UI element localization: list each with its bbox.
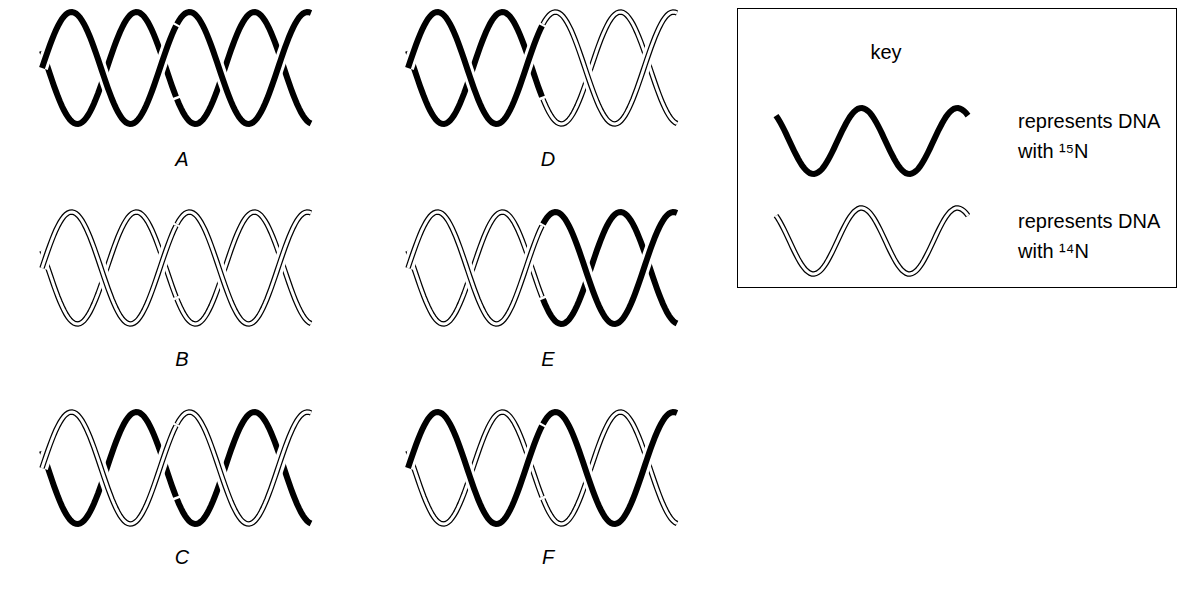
strand-gap: [42, 212, 176, 324]
light-strand: [408, 212, 542, 324]
dna-strand: [408, 212, 677, 324]
light-strand-core: [543, 412, 677, 524]
light-strand: [177, 412, 311, 524]
key-heading: key: [870, 41, 901, 64]
double-helix: [42, 12, 311, 124]
light-strand: [543, 12, 677, 124]
helix-letter: E: [541, 348, 554, 371]
dna-strand: [408, 412, 677, 524]
double-helix: [408, 212, 677, 324]
dna-strand: [42, 12, 311, 124]
light-strand: [42, 212, 176, 324]
light-strand-core: [177, 212, 311, 324]
strand-gap: [408, 12, 542, 124]
heavy-strand: [776, 108, 968, 174]
dna-strand: [776, 208, 968, 274]
heavy-strand: [42, 412, 176, 524]
light-strand: [42, 412, 176, 524]
legend-text: represents DNA with ¹⁵N: [1018, 106, 1178, 166]
dna-strand: [42, 412, 311, 524]
key-box: key represents DNA with ¹⁵N represents DNA…: [737, 8, 1177, 288]
dna-strand: [408, 12, 677, 124]
helix-letter: C: [175, 546, 189, 569]
dna-strand: [42, 212, 311, 324]
strand-gap: [177, 12, 311, 124]
strand-gap: [543, 212, 677, 324]
dna-strand: [42, 412, 311, 524]
dna-strand: [42, 212, 311, 324]
heavy-strand: [408, 12, 542, 124]
light-strand: [177, 212, 311, 324]
light-strand-core: [543, 12, 677, 124]
light-strand-core: [177, 412, 311, 524]
double-helix: [42, 412, 311, 524]
light-strand: [177, 212, 311, 324]
helix-letter: D: [541, 148, 555, 171]
heavy-strand: [177, 12, 311, 124]
light-strand-core: [177, 212, 311, 324]
double-helix: [42, 212, 311, 324]
light-strand-core: [408, 212, 542, 324]
strand-gap: [42, 412, 176, 524]
dna-strand: [408, 212, 677, 324]
light-strand: [408, 212, 542, 324]
legend-text: represents DNA with ¹⁴N: [1018, 206, 1178, 266]
heavy-strand: [177, 12, 311, 124]
strand-gap: [177, 412, 311, 524]
strand-gap: [543, 412, 677, 524]
double-helix: [408, 412, 677, 524]
light-strand-core: [776, 208, 968, 274]
heavy-strand: [408, 412, 542, 524]
light-strand: [543, 412, 677, 524]
legend-sample: [776, 208, 968, 274]
heavy-strand: [42, 12, 176, 124]
strand-gap: [42, 12, 176, 124]
heavy-strand: [543, 212, 677, 324]
light-strand-core: [543, 12, 677, 124]
light-strand-core: [42, 412, 176, 524]
dna-strand: [776, 108, 968, 174]
strand-gap: [408, 212, 542, 324]
heavy-strand: [177, 412, 311, 524]
strand-gap: [543, 12, 677, 124]
light-strand-core: [42, 212, 176, 324]
light-strand-core: [42, 212, 176, 324]
strand-gap: [408, 412, 542, 524]
light-strand: [42, 212, 176, 324]
legend-samples: [738, 9, 1174, 285]
strand-gap: [177, 212, 311, 324]
light-strand: [776, 208, 968, 274]
light-strand-core: [408, 212, 542, 324]
light-strand: [543, 12, 677, 124]
heavy-strand: [543, 412, 677, 524]
dna-strand: [42, 12, 311, 124]
light-strand-core: [408, 412, 542, 524]
light-strand: [408, 412, 542, 524]
heavy-strand: [42, 12, 176, 124]
double-helix: [408, 12, 677, 124]
helix-letter: A: [175, 148, 188, 171]
heavy-strand: [543, 212, 677, 324]
dna-strand: [408, 412, 677, 524]
helix-letter: F: [542, 546, 554, 569]
helix-letter: B: [175, 348, 188, 371]
heavy-strand: [408, 12, 542, 124]
legend-sample: [776, 108, 968, 174]
dna-strand: [408, 12, 677, 124]
